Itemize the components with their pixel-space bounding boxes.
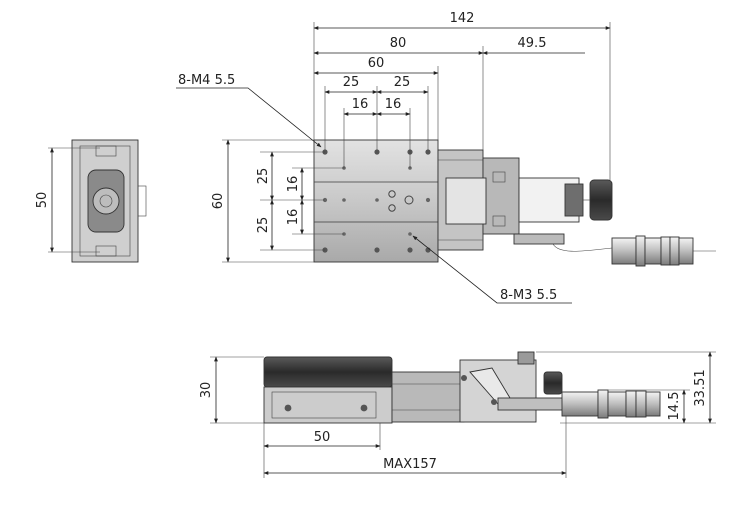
dim-60-horizontal: 60 (368, 56, 385, 71)
dim-80: 80 (390, 36, 407, 51)
dim-end-50: 50 (35, 192, 50, 209)
dim-16-a: 16 (352, 97, 369, 112)
callout-m3: 8-M3 5.5 (500, 288, 557, 303)
top-motor-bracket (482, 157, 520, 235)
dim-left-25-b: 25 (256, 217, 271, 234)
end-view: 50 (35, 139, 147, 263)
side-top-plate (263, 356, 393, 388)
dim-side-14-5: 14.5 (667, 392, 682, 421)
dim-side-max157: MAX157 (383, 457, 437, 472)
top-knob (589, 179, 613, 221)
end-view-lead-screw (92, 187, 120, 215)
dim-left-16-b: 16 (286, 209, 301, 226)
side-view: 30 50 MAX157 14.5 33.51 (199, 351, 716, 478)
dim-25-a: 25 (343, 75, 360, 90)
dim-25-b: 25 (394, 75, 411, 90)
dim-left-16-a: 16 (286, 176, 301, 193)
dim-49-5: 49.5 (518, 36, 547, 51)
side-cable-connector (561, 389, 661, 419)
dim-16-b: 16 (385, 97, 402, 112)
dim-60-vertical: 60 (211, 193, 226, 210)
callout-m4: 8-M4 5.5 (178, 73, 235, 88)
dim-side-50: 50 (314, 430, 331, 445)
top-m3-holes (322, 166, 431, 236)
dim-side-33-51: 33.51 (693, 369, 708, 406)
top-view: 142 80 49.5 60 25 25 16 16 8-M4 5.5 8-M3… (176, 11, 716, 304)
dim-side-30: 30 (199, 382, 214, 399)
dim-left-25-a: 25 (256, 168, 271, 185)
dim-142: 142 (450, 11, 475, 26)
side-carriage (263, 386, 393, 424)
top-cable-connector (611, 235, 716, 267)
